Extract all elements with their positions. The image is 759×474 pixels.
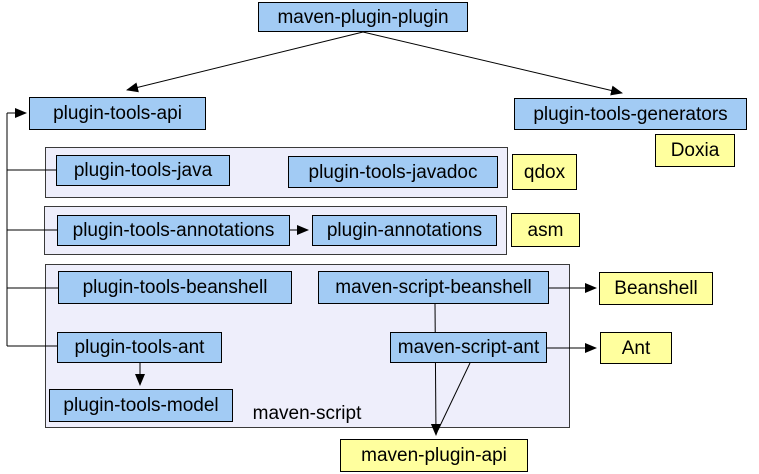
- node-maven-plugin-plugin: maven-plugin-plugin: [258, 2, 468, 32]
- node-plugin-annotations: plugin-annotations: [312, 215, 497, 246]
- group-label-maven-script: maven-script: [252, 402, 362, 424]
- node-plugin-tools-annotations: plugin-tools-annotations: [57, 215, 290, 246]
- edge-plugin-to-tools-api: [126, 31, 364, 93]
- node-maven-plugin-api: maven-plugin-api: [340, 439, 528, 472]
- node-plugin-tools-javadoc: plugin-tools-javadoc: [288, 156, 498, 188]
- node-asm: asm: [511, 213, 580, 247]
- node-plugin-tools-beanshell: plugin-tools-beanshell: [58, 271, 292, 304]
- node-plugin-tools-generators: plugin-tools-generators: [514, 98, 747, 130]
- node-beanshell: Beanshell: [599, 272, 713, 305]
- node-plugin-tools-java: plugin-tools-java: [56, 155, 230, 186]
- node-qdox: qdox: [512, 154, 577, 190]
- node-plugin-tools-model: plugin-tools-model: [49, 389, 233, 422]
- node-ant: Ant: [600, 332, 672, 364]
- node-plugin-tools-ant: plugin-tools-ant: [57, 332, 222, 363]
- node-plugin-tools-api: plugin-tools-api: [29, 97, 206, 130]
- edge-plugin-to-generators: [362, 31, 623, 96]
- node-maven-script-ant: maven-script-ant: [390, 332, 547, 363]
- node-maven-script-beanshell: maven-script-beanshell: [318, 271, 549, 304]
- node-doxia: Doxia: [655, 134, 735, 167]
